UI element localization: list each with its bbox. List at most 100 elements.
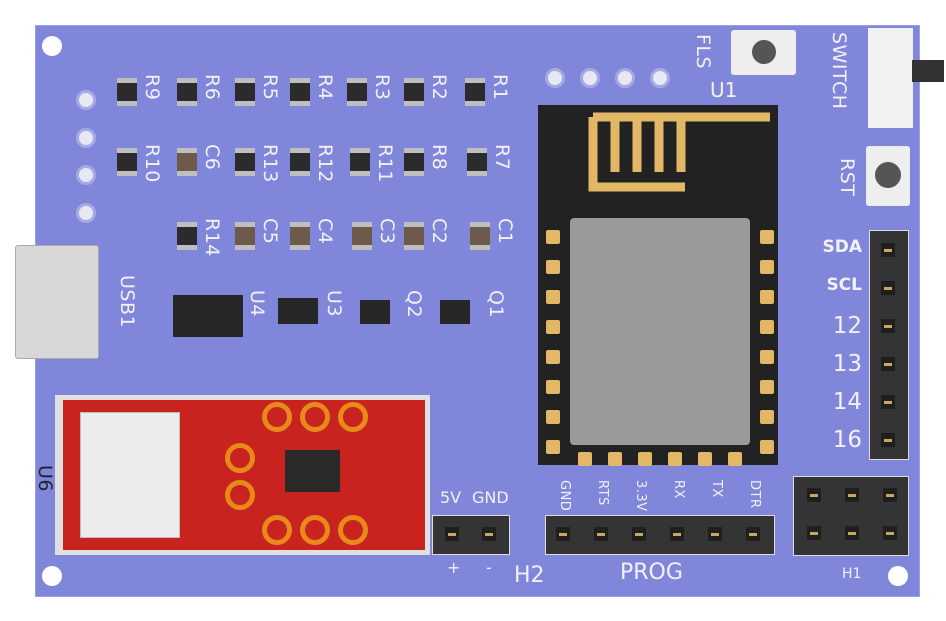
h2-pin-gnd: GND [472,488,509,507]
esp-pad [698,452,712,466]
module-pad [262,402,292,432]
h2-pin[interactable] [445,527,459,541]
test-pin [580,68,600,88]
part-c5 [235,222,255,250]
part-label: R11 [374,144,396,183]
part-r5 [235,78,255,106]
part-r8 [404,148,424,176]
prog-pin-label-gnd: GND [557,480,572,512]
part-c1 [470,222,490,250]
module-pad [338,402,368,432]
esp-pad [760,290,774,304]
esp-pad [546,320,560,334]
part-r4 [290,78,310,106]
jst-connector[interactable] [80,412,180,538]
h2-minus: - [486,558,492,577]
h1-pin[interactable] [845,526,859,540]
q2-transistor [360,300,390,324]
part-r1 [465,78,485,106]
esp-pad [760,440,774,454]
test-pin [650,68,670,88]
esp-pad [728,452,742,466]
u3-label: U3 [323,290,345,317]
prog-pin-label-dtr: DTR [747,480,762,509]
esp-pad [578,452,592,466]
part-r12 [290,148,310,176]
part-r2 [404,78,424,106]
part-label: R13 [259,144,281,183]
part-label: C6 [201,144,223,171]
rst-button[interactable] [866,146,910,206]
prog-pin[interactable] [594,527,608,541]
h2-plus: + [447,558,461,577]
prog-pin[interactable] [556,527,570,541]
prog-pin[interactable] [632,527,646,541]
h1-label: H1 [842,566,862,582]
part-r6 [177,78,197,106]
h2-label: H2 [514,563,545,588]
u4-label: U4 [246,290,268,317]
power-switch[interactable] [868,28,913,128]
switch-slider[interactable] [912,60,944,82]
u3-chip [278,298,318,324]
header-pin[interactable] [881,395,895,409]
part-label: C1 [494,218,516,245]
part-r3 [347,78,367,106]
prog-pin-label-rts: RTS [595,480,610,506]
part-r7 [467,148,487,176]
usb-connector[interactable] [15,245,99,359]
esp-pad [760,350,774,364]
part-label: R6 [201,74,223,101]
test-pin [545,68,565,88]
prog-pin[interactable] [746,527,760,541]
part-r9 [117,78,137,106]
part-label: R3 [371,74,393,101]
prog-pin[interactable] [670,527,684,541]
header-pin[interactable] [881,281,895,295]
prog-header[interactable] [545,515,775,555]
esp-pad [760,320,774,334]
h1-pin[interactable] [845,488,859,502]
module-pad [262,515,292,545]
q2-label: Q2 [403,290,425,319]
module-pad [300,515,330,545]
part-label: R2 [428,74,450,101]
through-hole [76,203,96,223]
h2-header[interactable] [432,515,510,555]
io-header[interactable] [869,230,909,460]
io-label-16: 16 [832,427,862,453]
part-label: R9 [141,74,163,101]
module-pad [300,402,330,432]
h2-pin[interactable] [482,527,496,541]
mounting-hole [42,36,62,56]
part-label: C5 [259,218,281,245]
io-label-13: 13 [832,351,862,377]
part-r11 [350,148,370,176]
esp-pad [760,230,774,244]
header-pin[interactable] [881,319,895,333]
h1-pin[interactable] [807,488,821,502]
header-pin[interactable] [881,433,895,447]
prog-pin[interactable] [708,527,722,541]
prog-label: PROG [620,560,683,585]
h1-pin[interactable] [883,488,897,502]
part-label: R12 [314,144,336,183]
esp-pad [546,440,560,454]
h1-pin[interactable] [883,526,897,540]
header-pin[interactable] [881,357,895,371]
header-pin[interactable] [881,243,895,257]
esp-pad [760,410,774,424]
part-r10 [117,148,137,176]
module-pad [338,515,368,545]
io-label-12: 12 [832,313,862,339]
part-label: R8 [428,144,450,171]
through-hole [76,90,96,110]
esp-pad [546,290,560,304]
fls-button[interactable] [731,30,796,75]
part-label: R7 [491,144,513,171]
h1-pin[interactable] [807,526,821,540]
esp-pad [608,452,622,466]
part-c3 [352,222,372,250]
part-label: C4 [314,218,336,245]
module-pad [225,480,255,510]
